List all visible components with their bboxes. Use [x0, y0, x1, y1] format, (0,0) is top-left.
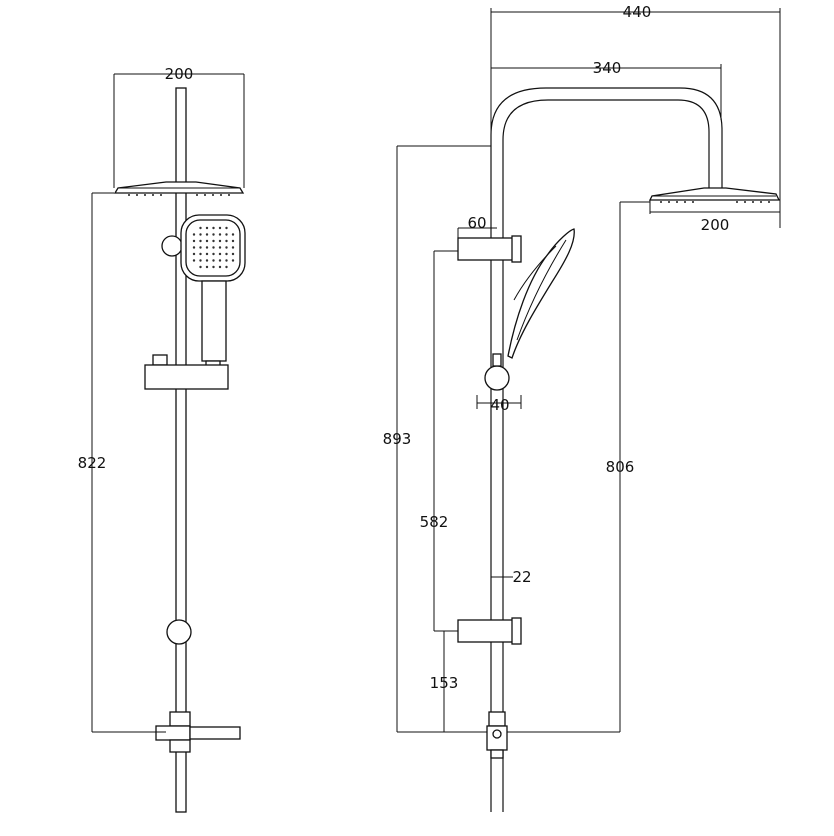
- side-view: 440 340: [383, 3, 781, 812]
- side-overhead-shower-head: 200: [648, 187, 781, 234]
- diverter-width-label: 40: [490, 396, 509, 414]
- front-slider-holder: [144, 354, 229, 390]
- front-diverter-valve: [155, 711, 241, 753]
- side-head-nozzles: [660, 201, 770, 203]
- upper-holder: 60: [457, 214, 522, 263]
- rail-length-dimension: 582: [420, 250, 458, 632]
- front-view: 200: [78, 65, 246, 813]
- holder-depth-label: 60: [467, 214, 486, 232]
- side-head-width-label: 200: [701, 216, 730, 234]
- front-total-height-label: 822: [78, 454, 107, 472]
- front-head-width-label: 200: [165, 65, 194, 83]
- front-hand-shower: [161, 214, 246, 374]
- pipe-diameter-dimension: 22: [491, 568, 532, 586]
- lower-holder: [457, 617, 522, 645]
- pipe-diameter-label: 22: [512, 568, 531, 586]
- front-head-width-dimension: 200: [113, 65, 245, 188]
- arm-reach-label: 340: [593, 59, 622, 77]
- side-diverter-knob: [484, 353, 510, 391]
- front-total-height-dimension: 822: [78, 192, 166, 733]
- front-overhead-shower-head: [113, 181, 245, 196]
- side-bottom-valve: [486, 711, 508, 759]
- front-wall-bracket: [166, 619, 192, 645]
- arm-reach-dimension: 340: [491, 59, 722, 120]
- lower-holder-height-dimension: 153: [430, 631, 459, 732]
- diverter-width-dimension: 40: [476, 395, 522, 414]
- lower-holder-height-label: 153: [430, 674, 459, 692]
- head-height-dimension: 806: [606, 201, 650, 732]
- hand-shower-nozzles: [192, 226, 235, 269]
- side-hand-shower: [507, 228, 575, 359]
- front-head-nozzles: [128, 194, 230, 196]
- overall-reach-label: 440: [623, 3, 652, 21]
- rail-length-label: 582: [420, 513, 449, 531]
- overall-reach-dimension: 440: [490, 3, 781, 228]
- pipe-height-label: 893: [383, 430, 412, 448]
- front-riser-pipe: [175, 87, 187, 813]
- pipe-height-dimension: 893: [383, 145, 620, 733]
- side-riser-arm-pipe: [490, 87, 723, 812]
- head-height-label: 806: [606, 458, 635, 476]
